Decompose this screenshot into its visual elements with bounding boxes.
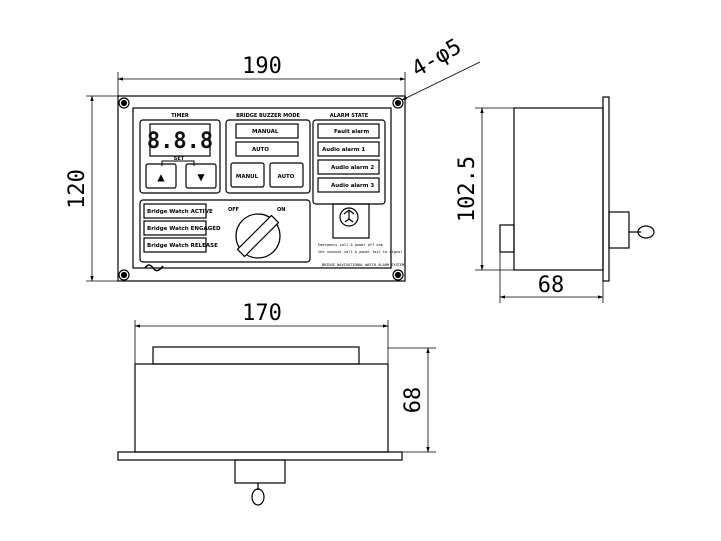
timer-display (149, 123, 211, 157)
leader-holes (401, 61, 481, 101)
dim-102-5-label: 102.5 (455, 156, 480, 222)
bridge-item-2: Bridge Watch RELEASE (147, 243, 218, 249)
timer-display-value: 8.8.8 (147, 129, 213, 154)
mounting-hole-tr (392, 97, 404, 109)
top-key-barrel (234, 459, 286, 484)
side-dimensions (475, 107, 604, 303)
side-key-barrel (608, 211, 630, 249)
front-view (117, 95, 406, 282)
hand-icon (343, 209, 355, 223)
side-body (513, 107, 604, 271)
auto-button[interactable] (269, 162, 304, 188)
set-label: SET (174, 156, 185, 162)
bridge-watch-section (139, 199, 311, 263)
mounting-hole-br (392, 269, 404, 281)
bridge-item-box-0 (143, 203, 207, 219)
manual-button[interactable] (230, 162, 265, 188)
emergency-button-frame (332, 203, 370, 239)
top-flange (117, 451, 403, 461)
manual-indicator (235, 123, 299, 139)
auto-label: AUTO (252, 147, 269, 153)
down-arrow-icon: ▼ (197, 170, 205, 184)
mounting-hole-bl (118, 269, 130, 281)
dim-190-label: 190 (242, 54, 282, 79)
alarm-item-box-0 (317, 123, 380, 139)
mounting-hole-tl (118, 97, 130, 109)
mode-section (225, 119, 311, 194)
bridge-item-1: Bridge Watch ENGAGED (147, 226, 221, 232)
timer-down-button[interactable] (185, 163, 217, 189)
auto-indicator (235, 141, 299, 157)
emergency-button[interactable] (339, 207, 359, 227)
top-body (134, 363, 389, 453)
side-rear-connector (499, 224, 515, 253)
alarm-item-2: Audio alarm 2 (331, 165, 374, 171)
timer-title: TIMER (171, 113, 189, 119)
off-label: OFF (228, 207, 239, 213)
dim-68-side-label: 68 (538, 273, 565, 298)
manual-label: MANUAL (252, 129, 279, 135)
front-panel-inner (132, 107, 392, 269)
key-switch-slot (236, 214, 280, 258)
timer-up-button[interactable] (145, 163, 177, 189)
footer-text: BRIDGE NAVIGATIONAL WATCH ALARM SYSTEM (322, 263, 405, 267)
dim-120-label: 120 (65, 169, 90, 209)
emergency-note-1: Emergency call & power off one (318, 243, 383, 247)
bridge-item-box-1 (143, 220, 207, 236)
emergency-note-2: the unusual call & power fail to signal (318, 250, 402, 254)
bridge-item-box-2 (143, 237, 207, 253)
top-dimensions (134, 320, 436, 453)
alarm-title: ALARM STATE (330, 113, 369, 119)
top-rear-step (152, 346, 360, 365)
front-dimensions (86, 61, 481, 282)
holes-label: 4-φ5 (408, 34, 466, 82)
alarm-item-box-3 (317, 177, 380, 193)
top-view (117, 346, 403, 506)
bridge-item-0: Bridge Watch ACTIVE (147, 209, 213, 215)
timer-section (139, 119, 221, 194)
manual-button-label: MANUL (236, 174, 259, 180)
alarm-item-box-1 (317, 141, 380, 157)
up-arrow-icon: ▲ (157, 170, 165, 184)
alarm-item-0: Fault alarm (334, 129, 370, 135)
mode-title: BRIDGE BUZZER MODE (236, 113, 300, 119)
side-view (499, 96, 655, 282)
side-flange (602, 96, 610, 282)
dim-68-top-label: 68 (401, 387, 426, 414)
logo-mark (144, 264, 164, 272)
on-label: ON (277, 207, 285, 213)
top-key-ring (251, 488, 265, 506)
alarm-item-3: Audio alarm 3 (331, 183, 374, 189)
key-switch[interactable] (235, 213, 281, 259)
side-key-ring (637, 225, 655, 239)
auto-button-label: AUTO (278, 174, 295, 180)
alarm-item-box-2 (317, 159, 380, 175)
dim-170-label: 170 (242, 301, 282, 326)
alarm-item-1: Audio alarm 1 (322, 147, 365, 153)
front-plate-outline (117, 95, 406, 282)
